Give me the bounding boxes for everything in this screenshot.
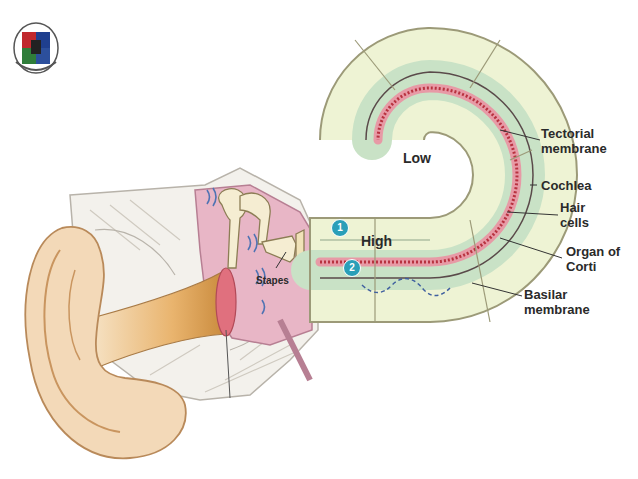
part-label: Organ of Corti — [566, 244, 626, 274]
callout-text: 2 — [349, 263, 355, 273]
pitch-label: High — [361, 233, 401, 249]
temporal-bone — [70, 168, 318, 400]
pinna-fold — [44, 250, 120, 432]
pitch-label: Low — [403, 150, 443, 166]
callout-number: 1 — [331, 219, 349, 237]
part-label: Tectorial membrane — [541, 126, 621, 156]
callout-number: 2 — [343, 259, 361, 277]
ossicles — [219, 189, 304, 268]
part-label: Stapes — [256, 275, 306, 287]
traveling-wave — [362, 279, 450, 296]
part-label: Cochlea — [541, 178, 621, 193]
logo — [14, 23, 58, 73]
cochlea-division — [355, 40, 532, 323]
cochlea-tube — [310, 72, 533, 323]
eardrum — [216, 268, 236, 336]
leader-line — [226, 330, 230, 398]
eustachian-tube — [280, 320, 310, 380]
pinna-fold — [69, 270, 80, 360]
part-label: Hair cells — [560, 200, 610, 230]
ear-canal — [92, 272, 226, 368]
callout-text: 1 — [337, 223, 343, 233]
leader-line — [276, 130, 562, 296]
pinna — [25, 227, 185, 458]
part-label: Basilar membrane — [524, 287, 604, 317]
